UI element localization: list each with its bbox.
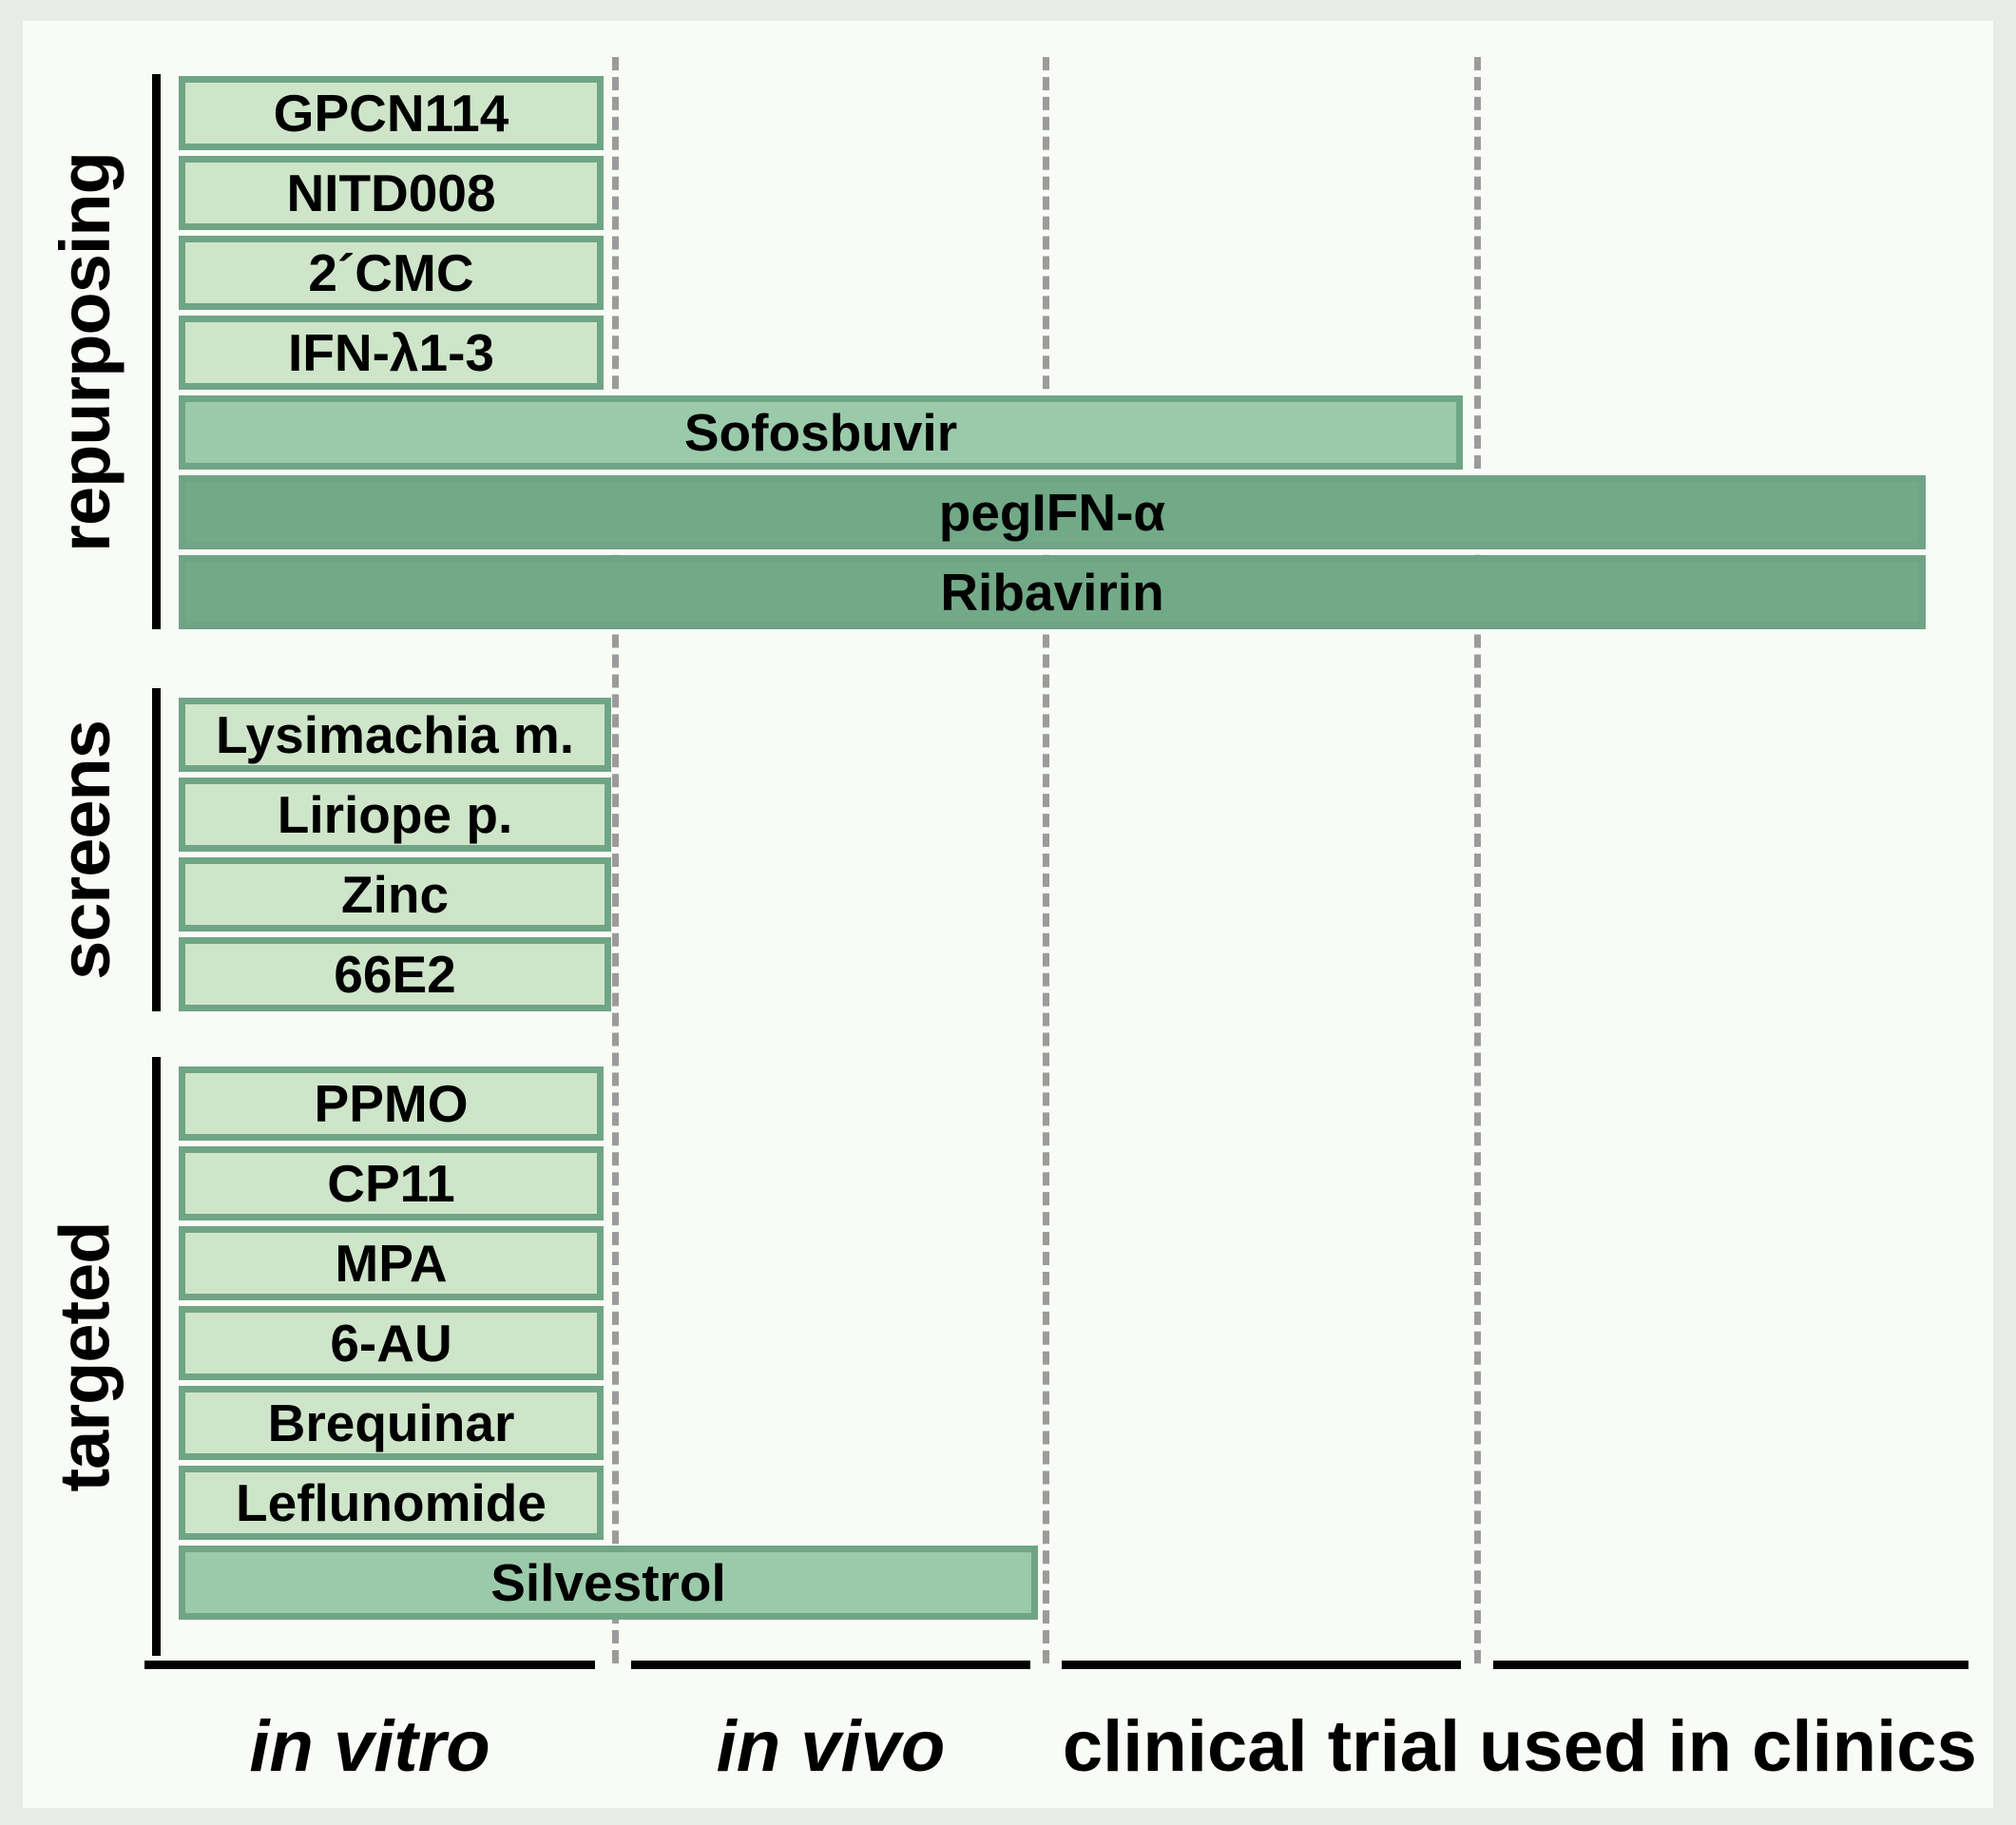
bar-ribavirin[interactable]: Ribavirin [179, 555, 1926, 629]
axis-label-clinical-trial: clinical trial [1062, 1706, 1461, 1787]
bar-lysimachia-m[interactable]: Lysimachia m. [179, 698, 611, 772]
bar-label: pegIFN-α [938, 482, 1166, 542]
bar-label: MPA [335, 1233, 448, 1293]
bar-66e2[interactable]: 66E2 [179, 937, 611, 1011]
bar-silvestrol[interactable]: Silvestrol [179, 1546, 1038, 1620]
group-label-screens-text: screens [45, 720, 125, 980]
bar-6-au[interactable]: 6-AU [179, 1306, 604, 1380]
plot-area: repurposing GPCN114 NITD008 2´CMC IFN-λ1… [23, 21, 1993, 1808]
bar-label: Lysimachia m. [215, 704, 575, 764]
bar-label: NITD008 [286, 163, 496, 222]
bar-label: Zinc [340, 864, 450, 924]
group-rule-targeted [152, 1057, 161, 1656]
group-label-repurposing-text: repurposing [45, 151, 125, 552]
axis-label-in-vivo: in vivo [716, 1706, 946, 1787]
axis-label-in-vitro: in vitro [249, 1706, 490, 1787]
bar-mpa[interactable]: MPA [179, 1226, 604, 1300]
bar-ppmo[interactable]: PPMO [179, 1066, 604, 1141]
bar-label: Leflunomide [236, 1472, 547, 1532]
bar-label: Silvestrol [490, 1552, 726, 1612]
bar-zinc[interactable]: Zinc [179, 857, 611, 932]
axis-tick-clinical-trial [1062, 1661, 1461, 1669]
bar-liriope-p[interactable]: Liriope p. [179, 778, 611, 852]
gridline-clinical-end [1474, 57, 1488, 1663]
bar-label: PPMO [314, 1073, 469, 1133]
axis-tick-used-in-clinics [1493, 1661, 1968, 1669]
bar-label: GPCN114 [273, 83, 509, 143]
bar-pegifn-alpha[interactable]: pegIFN-α [179, 475, 1926, 549]
bar-label: IFN-λ1-3 [288, 322, 494, 382]
bar-label: Brequinar [267, 1393, 515, 1452]
group-label-repurposing: repurposing [23, 74, 146, 629]
group-label-targeted-text: targeted [45, 1221, 125, 1491]
bar-label: Liriope p. [277, 784, 513, 844]
bar-sofosbuvir[interactable]: Sofosbuvir [179, 395, 1463, 470]
bar-label: 6-AU [330, 1313, 452, 1373]
group-rule-screens [152, 688, 161, 1011]
axis-tick-in-vitro [144, 1661, 595, 1669]
axis-tick-in-vivo [631, 1661, 1030, 1669]
bar-label: CP11 [327, 1153, 455, 1213]
group-rule-repurposing [152, 74, 161, 629]
bar-nitd008[interactable]: NITD008 [179, 156, 604, 230]
bar-label: Sofosbuvir [683, 402, 958, 462]
group-label-screens: screens [23, 688, 146, 1011]
bar-2cmc[interactable]: 2´CMC [179, 236, 604, 310]
gridline-in-vivo-end [1043, 57, 1056, 1663]
bar-label: 2´CMC [308, 242, 474, 302]
bar-brequinar[interactable]: Brequinar [179, 1386, 604, 1460]
axis-label-used-in-clinics: used in clinics [1479, 1706, 1977, 1787]
bar-ifn-lambda[interactable]: IFN-λ1-3 [179, 316, 604, 390]
bar-label: 66E2 [334, 944, 456, 1004]
bar-gpcn114[interactable]: GPCN114 [179, 76, 604, 150]
gridline-in-vitro-end [612, 57, 625, 1663]
group-label-targeted: targeted [23, 1057, 146, 1656]
bar-label: Ribavirin [940, 562, 1164, 622]
bar-cp11[interactable]: CP11 [179, 1146, 604, 1220]
bar-leflunomide[interactable]: Leflunomide [179, 1466, 604, 1540]
